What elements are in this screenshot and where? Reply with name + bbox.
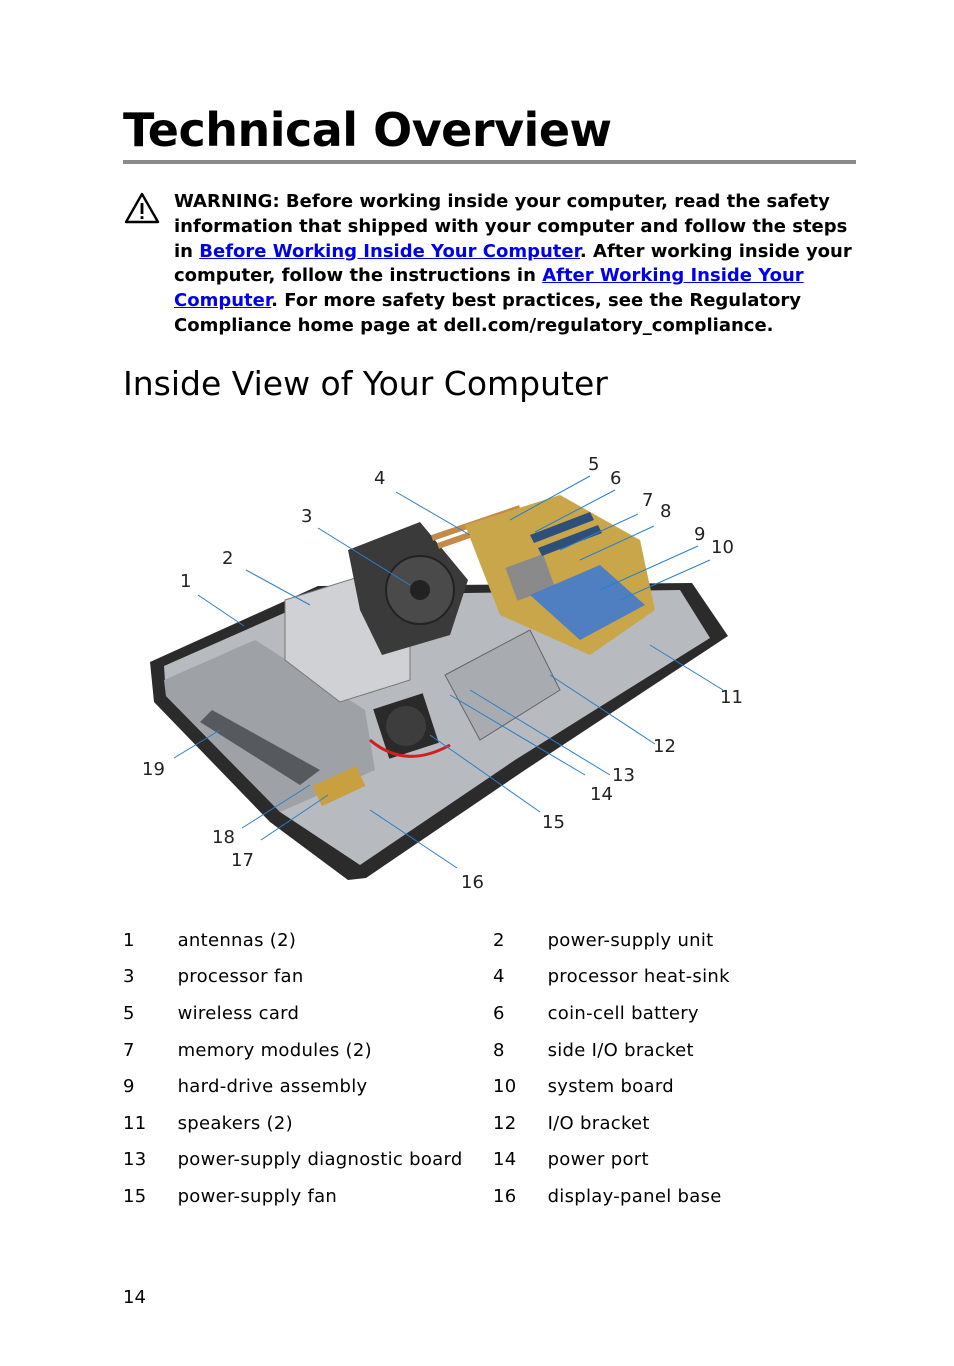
legend-number: 13: [123, 1149, 178, 1170]
callout-number: 16: [461, 872, 484, 893]
callout-number: 18: [212, 827, 235, 848]
callout-number: 14: [590, 784, 613, 805]
callout-number: 11: [720, 687, 743, 708]
legend-row: 15 power-supply fan 16 display-panel bas…: [123, 1178, 863, 1215]
callout-number: 1: [180, 571, 191, 592]
legend-number: 11: [123, 1113, 178, 1134]
callout-number: 15: [542, 812, 565, 833]
legend-number: 10: [493, 1076, 548, 1097]
legend-number: 3: [123, 966, 178, 987]
legend-number: 14: [493, 1149, 548, 1170]
section-title: Inside View of Your Computer: [123, 362, 608, 406]
legend-number: 15: [123, 1186, 178, 1207]
computer-inside-view-diagram: 1 2 3 4 5 6 7 8 9 10 11 12 13 14 15 16 1…: [120, 440, 840, 910]
legend-number: 8: [493, 1040, 548, 1061]
legend-row: 5 wireless card 6 coin-cell battery: [123, 995, 863, 1032]
legend-label: hard-drive assembly: [178, 1076, 493, 1097]
legend-row: 11 speakers (2) 12 I/O bracket: [123, 1105, 863, 1142]
callout-number: 10: [711, 537, 734, 558]
legend-number: 5: [123, 1003, 178, 1024]
legend-number: 16: [493, 1186, 548, 1207]
callout-number: 19: [142, 759, 165, 780]
callout-number: 4: [374, 468, 385, 489]
callout-number: 9: [694, 524, 705, 545]
legend-number: 1: [123, 930, 178, 951]
legend-label: processor fan: [178, 966, 493, 987]
page-number: 14: [123, 1287, 146, 1308]
legend-label: system board: [548, 1076, 863, 1097]
callout-number: 12: [653, 736, 676, 757]
legend-label: processor heat-sink: [548, 966, 863, 987]
callout-number: 13: [612, 765, 635, 786]
legend-number: 4: [493, 966, 548, 987]
legend-label: power-supply diagnostic board: [178, 1149, 493, 1170]
legend-number: 2: [493, 930, 548, 951]
legend-label: I/O bracket: [548, 1113, 863, 1134]
callout-number: 3: [301, 506, 312, 527]
callout-number: 8: [660, 501, 671, 522]
legend-label: power-supply unit: [548, 930, 863, 951]
legend-row: 9 hard-drive assembly 10 system board: [123, 1068, 863, 1105]
legend-label: wireless card: [178, 1003, 493, 1024]
legend-row: 13 power-supply diagnostic board 14 powe…: [123, 1142, 863, 1179]
legend-number: 12: [493, 1113, 548, 1134]
parts-legend: 1 antennas (2) 2 power-supply unit 3 pro…: [123, 922, 863, 1215]
legend-label: antennas (2): [178, 930, 493, 951]
legend-label: coin-cell battery: [548, 1003, 863, 1024]
legend-number: 7: [123, 1040, 178, 1061]
before-working-link[interactable]: Before Working Inside Your Computer: [199, 241, 580, 262]
callout-number: 6: [610, 468, 621, 489]
legend-label: side I/O bracket: [548, 1040, 863, 1061]
warning-triangle-icon: [124, 192, 160, 224]
warning-notice: WARNING: Before working inside your comp…: [174, 190, 854, 339]
page-title: Technical Overview: [123, 100, 612, 160]
legend-label: speakers (2): [178, 1113, 493, 1134]
legend-row: 7 memory modules (2) 8 side I/O bracket: [123, 1032, 863, 1069]
callout-number: 7: [642, 490, 653, 511]
callout-number: 5: [588, 454, 599, 475]
legend-row: 3 processor fan 4 processor heat-sink: [123, 959, 863, 996]
legend-number: 9: [123, 1076, 178, 1097]
title-divider: [123, 160, 856, 164]
legend-number: 6: [493, 1003, 548, 1024]
legend-label: power port: [548, 1149, 863, 1170]
legend-label: memory modules (2): [178, 1040, 493, 1061]
legend-label: display-panel base: [548, 1186, 863, 1207]
legend-row: 1 antennas (2) 2 power-supply unit: [123, 922, 863, 959]
callout-number: 17: [231, 850, 254, 871]
legend-label: power-supply fan: [178, 1186, 493, 1207]
callout-number: 2: [222, 548, 233, 569]
